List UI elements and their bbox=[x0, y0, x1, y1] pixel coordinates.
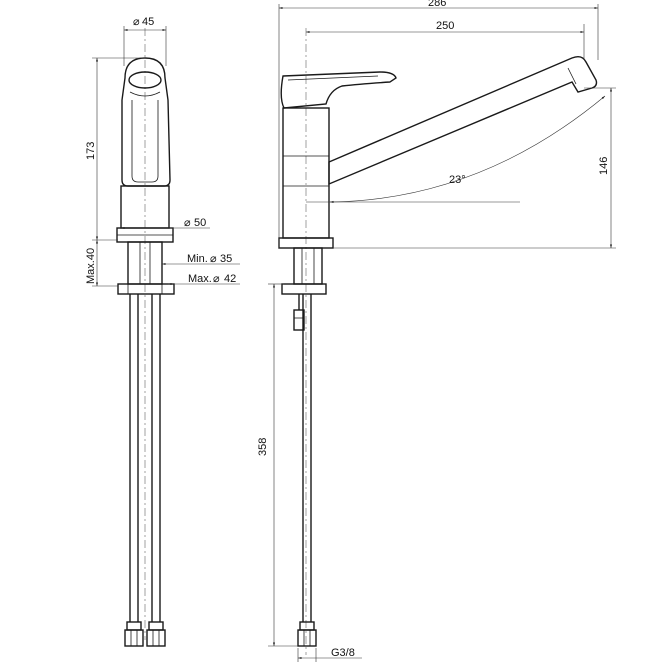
dim-max42-symbol: ⌀ bbox=[213, 273, 220, 285]
dim-angle-arc bbox=[329, 95, 606, 204]
front-handle-inner bbox=[131, 100, 159, 183]
front-view: ⌀ 45 173 Max.40 ⌀ 50 Min. ⌀ 35 Max. ⌀ 42 bbox=[85, 16, 240, 647]
side-fitting-nut bbox=[297, 629, 317, 647]
side-lever bbox=[280, 71, 397, 109]
dim-45-symbol: ⌀ bbox=[133, 16, 140, 28]
dim-max40-label: Max.40 bbox=[85, 248, 97, 284]
dim-250-label: 250 bbox=[436, 20, 454, 32]
side-spout-tip bbox=[567, 67, 577, 85]
dim-min35-prefix: Min. bbox=[187, 253, 208, 265]
side-fitting-collar bbox=[299, 621, 315, 631]
dim-g38-label: G3/8 bbox=[331, 647, 355, 659]
front-fitting-right-collar bbox=[148, 621, 164, 631]
front-handle-top-ellipse bbox=[128, 71, 162, 89]
dim-146-label: 146 bbox=[598, 157, 610, 175]
front-fitting-right-nut bbox=[146, 629, 166, 647]
front-fitting-left-nut bbox=[124, 629, 144, 647]
side-nut bbox=[281, 283, 327, 295]
dim-min35-symbol: ⌀ bbox=[210, 253, 217, 265]
dim-45-label: 45 bbox=[142, 16, 154, 28]
dim-358-label: 358 bbox=[257, 438, 269, 456]
dim-angle-label: 23° bbox=[449, 174, 466, 186]
front-fitting-left-collar bbox=[126, 621, 142, 631]
front-handle bbox=[121, 57, 171, 187]
dim-286-label: 286 bbox=[428, 0, 446, 9]
dim-max42-value: 42 bbox=[224, 273, 236, 285]
side-shank bbox=[293, 247, 323, 285]
front-nut bbox=[117, 283, 175, 295]
dim-173-label: 173 bbox=[85, 142, 97, 160]
dim-50-symbol: ⌀ bbox=[184, 217, 191, 229]
front-handle-detail bbox=[129, 91, 161, 97]
side-view: 286 250 146 23° 358 G3/8 bbox=[257, 0, 616, 662]
side-spout bbox=[328, 55, 598, 186]
side-lever-detail bbox=[287, 75, 379, 81]
dim-50-label: 50 bbox=[194, 217, 206, 229]
dim-min35-value: 35 bbox=[220, 253, 232, 265]
dim-max42-prefix: Max. bbox=[188, 273, 212, 285]
